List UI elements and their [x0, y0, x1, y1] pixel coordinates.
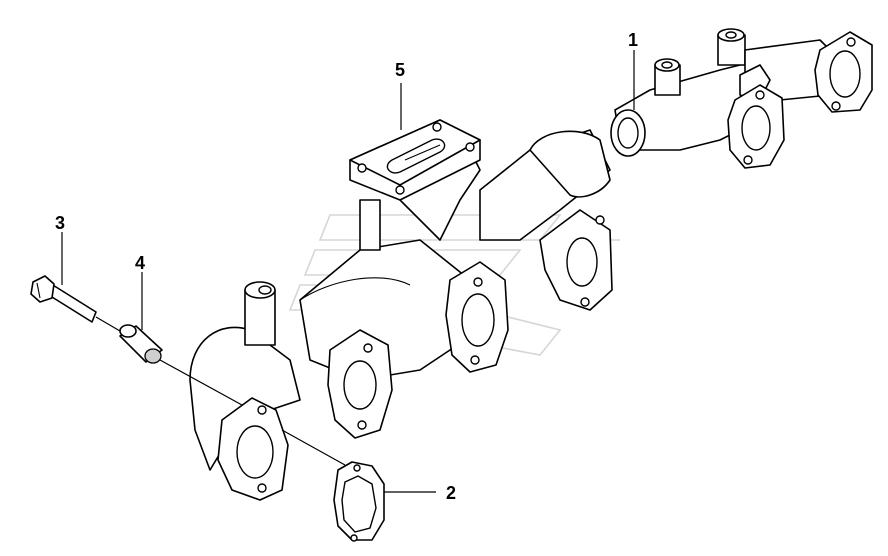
manifold-left-section — [189, 281, 301, 501]
callout-5: 5 — [395, 60, 405, 80]
callout-3: 3 — [55, 213, 65, 233]
manifold-middle-section — [299, 199, 509, 439]
bolt-part-3 — [30, 275, 97, 323]
gasket-part-2 — [333, 461, 385, 542]
callout-labels: 1 2 3 4 5 — [55, 30, 638, 503]
manifold-right-section — [479, 129, 613, 311]
callout-2: 2 — [446, 483, 456, 503]
turbo-flange-part-5 — [349, 119, 481, 241]
leader-lines — [61, 50, 635, 493]
callout-1: 1 — [628, 30, 638, 50]
callout-4: 4 — [135, 253, 145, 273]
rear-manifold-part-1 — [610, 28, 873, 169]
leader-assembly-line — [95, 316, 346, 466]
spacer-sleeve-part-4 — [119, 324, 163, 364]
